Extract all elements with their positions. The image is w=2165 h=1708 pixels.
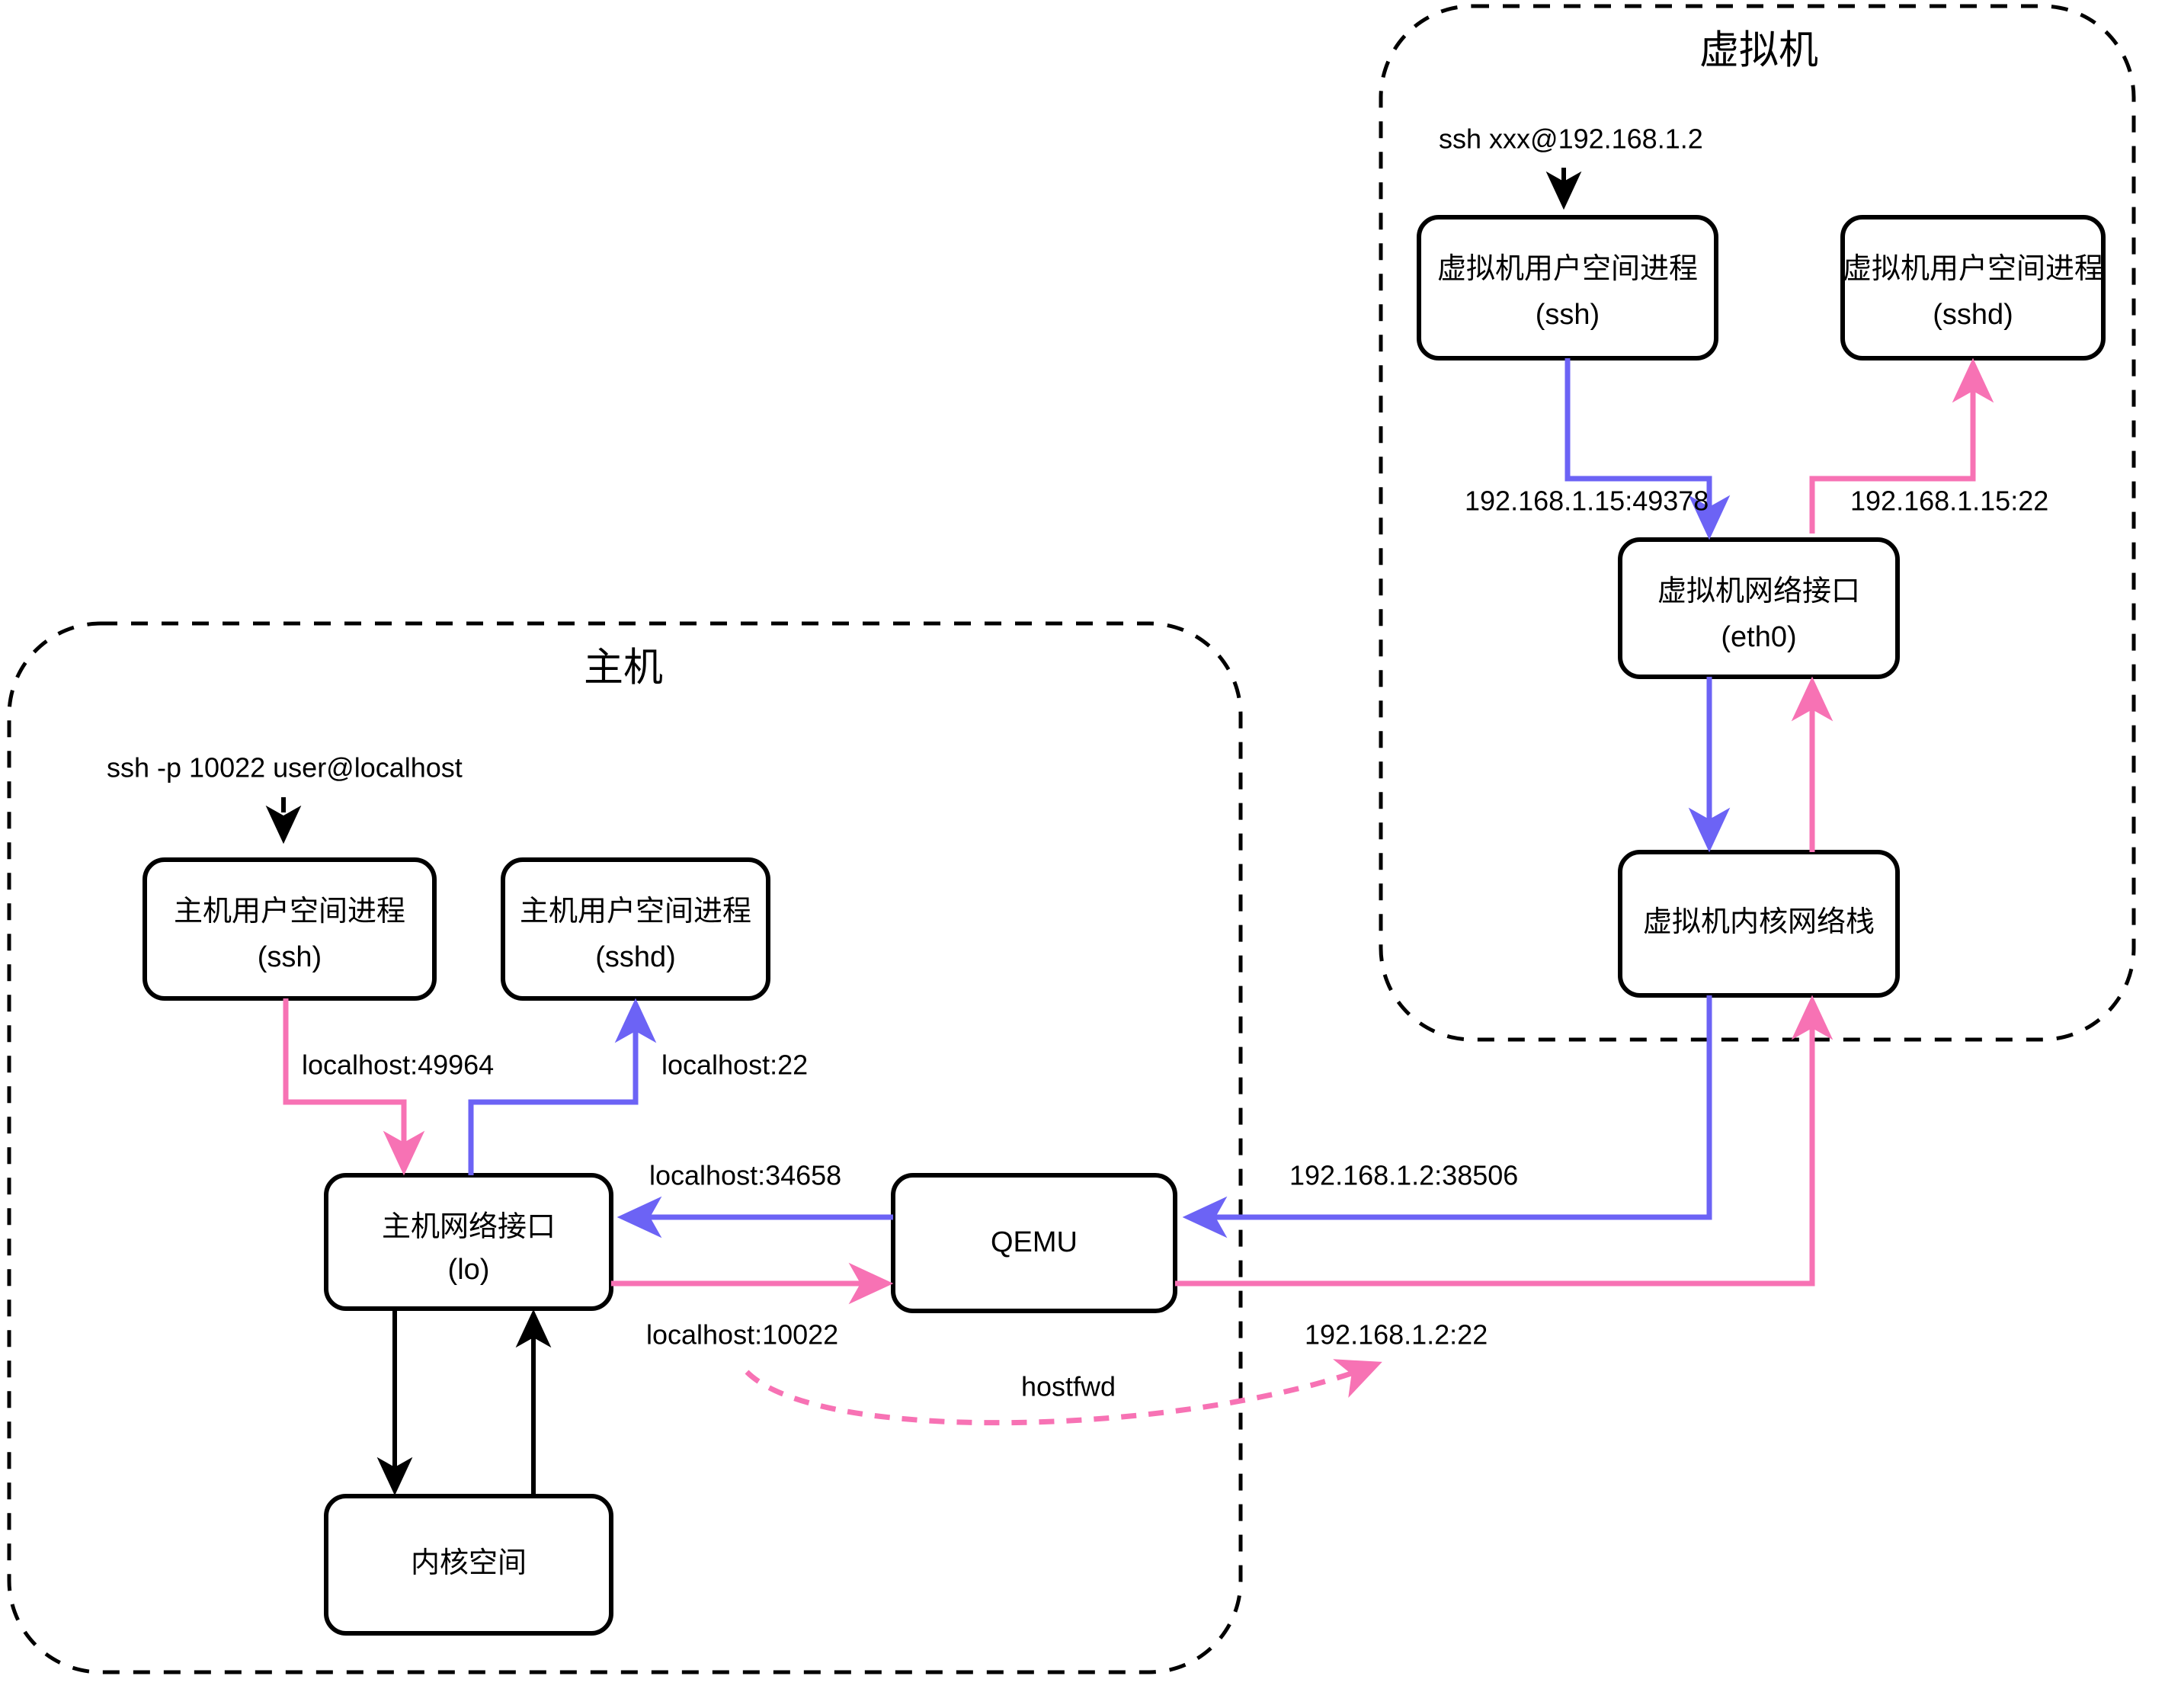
host-ssh-process-label-line1: 主机用户空间进程 <box>174 896 405 928</box>
host-lo-label-line2: (lo) <box>448 1254 490 1286</box>
edge-label-vm-in: 192.168.1.15:22 <box>1850 485 2048 517</box>
edge-vm-ssh-to-eth0 <box>1565 358 1731 540</box>
vm-kernel-stack-label: 虚拟机内核网络栈 <box>1643 906 1875 938</box>
qemu-label: QEMU <box>991 1226 1078 1258</box>
host-sshd-process-label-line2: (sshd) <box>595 941 676 973</box>
edge-eth0-to-vm-sshd <box>1809 357 1994 534</box>
vm-eth0-label-line2: (eth0) <box>1721 621 1796 653</box>
vm-eth0-box <box>1618 537 1900 679</box>
host-sshd-process-node: 主机用户空间进程 (sshd) <box>501 857 770 1001</box>
host-ssh-process-label-line2: (ssh) <box>258 941 322 973</box>
vm-ssh-process-label-line2: (ssh) <box>1536 299 1600 331</box>
edge-label-lo-from-qemu: localhost:34658 <box>649 1160 841 1191</box>
edge-qemu-to-vm-kernel <box>1175 995 1834 1287</box>
edge-label-vm-out: 192.168.1.15:49378 <box>1465 485 1709 517</box>
host-kernel-space-label: 内核空间 <box>411 1547 527 1579</box>
vm-ssh-process-box <box>1417 215 1718 361</box>
host-container-title: 主机 <box>584 646 663 691</box>
host-container-outline <box>7 621 1243 1674</box>
vm-sshd-process-node: 虚拟机用户空间进程 (sshd) <box>1840 215 2106 361</box>
vm-sshd-process-box <box>1840 215 2106 361</box>
vm-container-outline <box>1379 4 2136 1042</box>
host-container: 主机 <box>7 621 1243 1674</box>
edge-label-qemu-from-vm: 192.168.1.2:38506 <box>1289 1160 1518 1191</box>
edge-lo-to-host-sshd <box>468 998 657 1175</box>
vm-kernel-stack-node: 虚拟机内核网络栈 <box>1618 850 1900 998</box>
vm-eth0-label-line1: 虚拟机网络接口 <box>1657 575 1860 607</box>
host-sshd-process-label-line1: 主机用户空间进程 <box>520 896 751 928</box>
hostfwd-label-backdrop <box>1003 1369 1143 1405</box>
qemu-box <box>891 1173 1177 1313</box>
edge-label-host-sshd-in: localhost:22 <box>661 1049 808 1081</box>
host-ssh-command-label: ssh -p 10022 user@localhost <box>107 752 463 784</box>
vm-container-title: 虚拟机 <box>1699 29 1818 73</box>
host-kernel-space-node: 内核空间 <box>324 1494 613 1636</box>
host-lo-node: 主机网络接口 (lo) <box>324 1173 613 1311</box>
vm-ssh-command-group: ssh xxx@192.168.1.2 <box>1439 123 1703 210</box>
edge-label-qemu-to-vm: 192.168.1.2:22 <box>1305 1319 1488 1351</box>
host-kernel-space-box <box>324 1494 613 1636</box>
vm-ssh-process-node: 虚拟机用户空间进程 (ssh) <box>1417 215 1718 361</box>
vm-ssh-command-label: ssh xxx@192.168.1.2 <box>1439 123 1703 155</box>
edge-label-host-ssh-out: localhost:49964 <box>302 1049 494 1081</box>
host-sshd-process-box <box>501 857 770 1001</box>
vm-kernel-stack-box <box>1618 850 1900 998</box>
edge-label-lo-to-qemu: localhost:10022 <box>646 1319 838 1351</box>
vm-sshd-process-label-line2: (sshd) <box>1933 299 2013 331</box>
vm-sshd-process-label-line1: 虚拟机用户空间进程 <box>1843 253 2103 285</box>
edge-host-ssh-to-lo <box>283 998 425 1176</box>
edge-vm-kernel-to-qemu <box>1182 995 1712 1239</box>
edge-hostfwd-curve <box>745 1359 1382 1426</box>
host-ssh-process-box <box>143 857 437 1001</box>
vm-container: 虚拟机 <box>1379 4 2136 1042</box>
edge-label-hostfwd: hostfwd <box>1021 1371 1116 1402</box>
vm-eth0-node: 虚拟机网络接口 (eth0) <box>1618 537 1900 679</box>
host-ssh-process-node: 主机用户空间进程 (ssh) <box>143 857 437 1001</box>
host-ssh-command-group: ssh -p 10022 user@localhost <box>107 752 463 844</box>
qemu-node: QEMU <box>891 1173 1177 1313</box>
vm-ssh-process-label-line1: 虚拟机用户空间进程 <box>1437 253 1698 285</box>
host-lo-label-line1: 主机网络接口 <box>382 1211 556 1243</box>
